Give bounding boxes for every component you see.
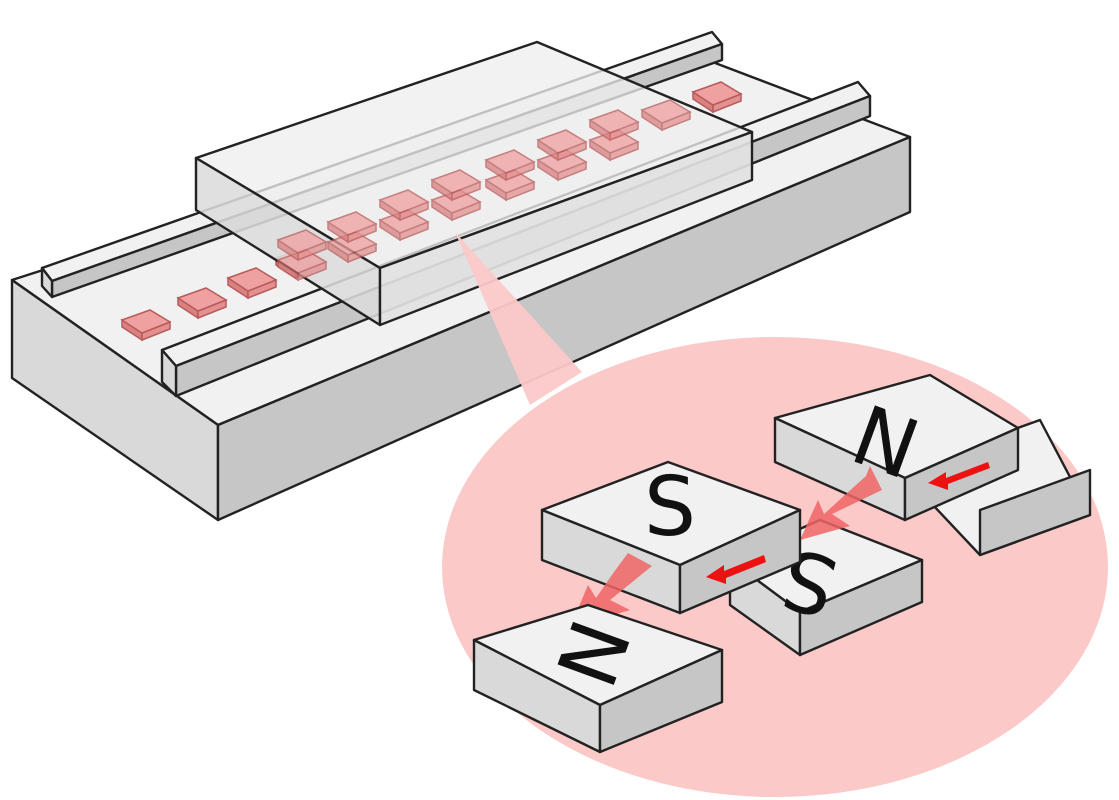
zoom-magnet-4: N (472, 603, 724, 754)
pole-label-s-left: S (644, 460, 696, 555)
carriage-magnet-lower-3 (378, 209, 430, 242)
magnetization-arrow-icon (706, 555, 766, 584)
carriage-magnet-lower-4 (430, 189, 482, 222)
carriage-magnet-upper-7 (588, 109, 640, 142)
carriage-magnet-lower-2 (326, 231, 378, 264)
carriage-magnet-lower-1 (276, 249, 328, 282)
stage-magnet-1 (120, 309, 172, 342)
stage-magnet-2 (176, 287, 228, 320)
stage-magnet-3 (226, 267, 278, 300)
carriage-magnet-upper-1 (276, 229, 328, 262)
zoom-callout-pointer (455, 232, 582, 405)
zoom-magnet-3: S (540, 460, 802, 615)
carriage-magnet-single-2 (691, 81, 743, 114)
zoom-detail: N S S (442, 337, 1108, 797)
carriage-magnet-lower-5 (484, 169, 536, 202)
carriage-magnet-single-1 (640, 99, 692, 132)
carriage-magnet-upper-2 (326, 211, 378, 244)
carriage-magnet-upper-4 (430, 169, 482, 202)
field-direction-arrow-icon (800, 466, 882, 540)
carriage-magnet-upper-5 (484, 149, 536, 182)
carriage-magnet-array (276, 81, 743, 282)
carriage-magnet-upper-3 (378, 189, 430, 222)
carriage-magnet-upper-6 (536, 129, 588, 162)
carriage-magnet-lower-7 (588, 129, 640, 162)
magnetization-arrow-icon (928, 462, 990, 490)
